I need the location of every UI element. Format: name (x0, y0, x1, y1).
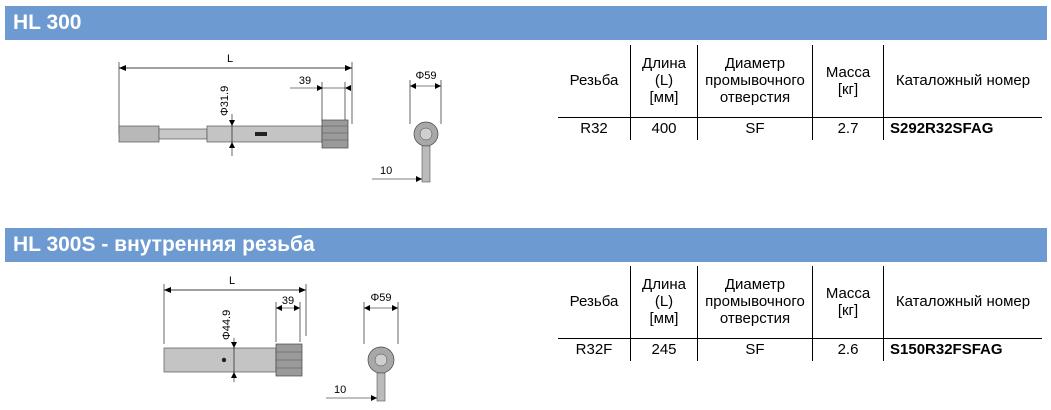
header-catalog-number: Каталожный номер (883, 45, 1042, 117)
header-thread: Резьба (569, 72, 619, 90)
spec-table: Резьба Длина (L) [мм] Диаметр промывочно… (558, 45, 1042, 140)
table-row: R32F 245 SF 2.6 S150R32FSFAG (558, 337, 1042, 361)
catalog-number: S292R32SFAG (883, 116, 1042, 140)
header-length: Длина (L) [мм] (630, 45, 698, 117)
shank-drawing: L 39 Φ44.9 Φ59 10 (163, 275, 399, 402)
end-view-diameter-label: Φ59 (415, 70, 436, 82)
length-label: L (229, 275, 235, 287)
table-row: R32 400 SF 2.7 S292R32SFAG (558, 116, 1042, 140)
header-thread: Резьба (569, 293, 619, 311)
flush-label: 10 (334, 384, 346, 396)
section-title: HL 300S - внутренняя резьба (5, 228, 1047, 262)
shank-drawing: L 39 Φ31.9 Φ59 10 (118, 53, 442, 183)
header-flush-diameter: Диаметр промывочного отверстия (697, 266, 813, 338)
header-mass: Масса [кг] (812, 266, 884, 338)
header-length: Длина (L) [мм] (630, 266, 698, 338)
diameter-label: Φ31.9 (219, 86, 231, 116)
diameter-label: Φ44.9 (221, 310, 233, 340)
spec-table: Резьба Длина (L) [мм] Диаметр промывочно… (558, 266, 1042, 361)
header-catalog-number: Каталожный номер (883, 266, 1042, 338)
spline-length-label: 39 (299, 75, 311, 87)
section-title: HL 300 (5, 6, 1047, 40)
length-label: L (227, 53, 233, 65)
header-mass: Масса [кг] (812, 45, 884, 117)
spline-length-label: 39 (282, 295, 294, 307)
catalog-number: S150R32FSFAG (883, 337, 1042, 361)
header-flush-diameter: Диаметр промывочного отверстия (697, 45, 813, 117)
flush-label: 10 (380, 165, 392, 177)
end-view-diameter-label: Φ59 (370, 292, 391, 304)
